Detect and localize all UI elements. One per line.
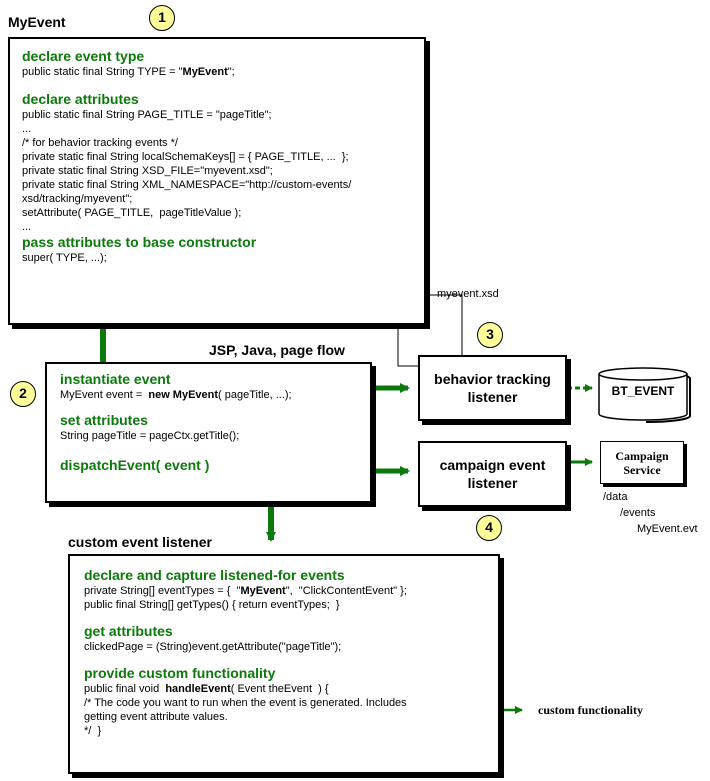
step-badge-1: 1 <box>149 5 175 31</box>
myevent-title: MyEvent <box>8 14 66 30</box>
custom-event-listener-box: declare and capture listened-for events … <box>68 554 500 774</box>
custom-listener-title: custom event listener <box>68 534 212 550</box>
type-declaration-line: public static final String TYPE = "MyEve… <box>22 66 235 78</box>
step-badge-4: 4 <box>476 515 502 541</box>
path-data: /data <box>603 491 628 503</box>
xsd-file-line: private static final String XSD_FILE="my… <box>22 165 273 177</box>
event-types-line: private String[] eventTypes = { "MyEvent… <box>84 585 407 597</box>
ellipsis-line-2: ... <box>22 221 32 233</box>
comment-line: /* for behavior tracking events */ <box>22 137 178 149</box>
jsp-java-title: JSP, Java, page flow <box>209 342 345 358</box>
campaign-event-listener-label: campaign event listener <box>439 457 546 491</box>
comment-line-1: /* The code you want to run when the eve… <box>84 697 407 709</box>
get-attributes-heading: get attributes <box>84 623 173 639</box>
declare-event-type-heading: declare event type <box>22 48 145 64</box>
comment-line-2: getting event attribute values. <box>84 711 228 723</box>
declare-capture-heading: declare and capture listened-for events <box>84 567 345 583</box>
myevent-class-box: declare event type public static final S… <box>8 37 426 325</box>
behavior-tracking-listener-label: behavior tracking listener <box>434 371 551 405</box>
custom-functionality-label: custom functionality <box>538 703 643 717</box>
super-call-line: super( TYPE, ...); <box>22 252 107 264</box>
clicked-page-line: clickedPage = (String)event.getAttribute… <box>84 641 342 653</box>
xsd-label: myevent.xsd <box>437 288 499 300</box>
database-cylinder-icon <box>598 367 691 423</box>
path-events: /events <box>620 507 656 519</box>
step-badge-2: 2 <box>10 381 36 407</box>
campaign-event-listener-box: campaign event listener <box>418 441 567 507</box>
behavior-tracking-listener-box: behavior tracking listener <box>418 355 567 421</box>
xml-namespace-line: private static final String XML_NAMESPAC… <box>22 179 352 191</box>
comment-close-line: */ } <box>84 725 102 737</box>
pass-attributes-heading: pass attributes to base constructor <box>22 234 257 250</box>
schema-keys-line: private static final String localSchemaK… <box>22 151 349 163</box>
get-types-line: public final String[] getTypes() { retur… <box>84 599 340 611</box>
path-file: MyEvent.evt <box>637 523 698 535</box>
bt-event-label: BT_EVENT <box>611 384 675 398</box>
campaign-service-box: Campaign Service <box>600 441 684 484</box>
instantiate-line: MyEvent event = new MyEvent( pageTitle, … <box>60 389 292 401</box>
ellipsis-line: ... <box>22 123 32 135</box>
connector-xsd <box>428 294 463 355</box>
page-title-line: String pageTitle = pageCtx.getTitle(); <box>60 430 240 442</box>
declare-attributes-heading: declare attributes <box>22 91 139 107</box>
handle-event-line: public final void handleEvent( Event the… <box>84 683 329 695</box>
connector-myevent-behavior <box>397 325 418 367</box>
set-attributes-heading: set attributes <box>60 412 148 428</box>
dispatch-event-heading: dispatchEvent( event ) <box>60 457 210 473</box>
attribute-line: public static final String PAGE_TITLE = … <box>22 109 272 121</box>
step-badge-3: 3 <box>477 322 503 348</box>
set-attribute-line: setAttribute( PAGE_TITLE, pageTitleValue… <box>22 207 242 219</box>
dispatch-code-box: instantiate event MyEvent event = new My… <box>45 362 372 503</box>
campaign-service-label: Campaign Service <box>615 448 669 477</box>
instantiate-event-heading: instantiate event <box>60 371 171 387</box>
xml-namespace-cont-line: xsd/tracking/myevent"; <box>22 193 133 205</box>
provide-functionality-heading: provide custom functionality <box>84 665 276 681</box>
